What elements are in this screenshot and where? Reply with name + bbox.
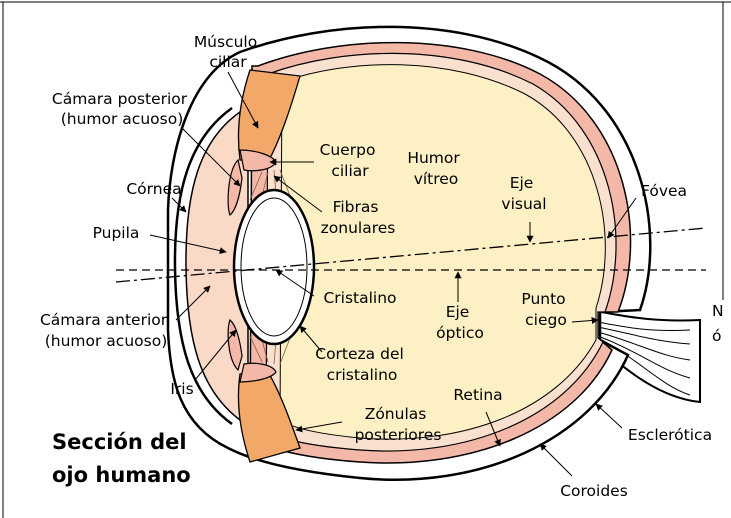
label-camara-anterior: Cámara anterior (humor acuoso) <box>40 311 172 350</box>
label-retina: Retina <box>453 386 502 404</box>
label-coroides: Coroides <box>560 482 628 500</box>
pointer-esclerotica <box>596 404 622 428</box>
label-camara-posterior: Cámara posterior (humor acuoso) <box>52 90 192 128</box>
label-esclerotica: Esclerótica <box>628 426 712 444</box>
label-fovea: Fóvea <box>641 182 687 200</box>
diagram-title: Sección del ojo humano <box>52 430 194 487</box>
pointer-coroides <box>540 444 572 476</box>
label-pupila: Pupila <box>93 224 140 242</box>
label-cornea: Córnea <box>126 180 181 198</box>
label-nervio-optico-cut: N ó <box>712 302 729 345</box>
label-cristalino: Cristalino <box>323 289 396 307</box>
label-iris: Iris <box>170 380 193 398</box>
